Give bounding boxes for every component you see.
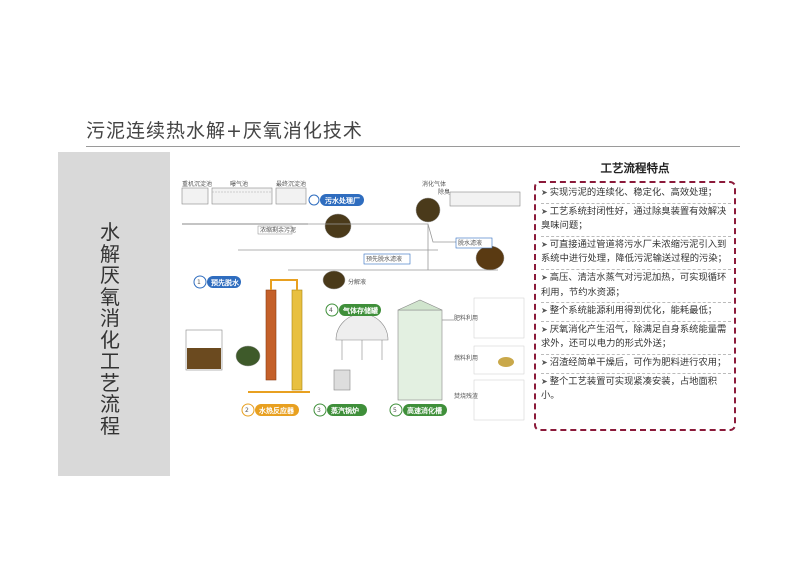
arrow-icon: ➤: [541, 206, 548, 216]
feature-item: ➤工艺系统封闭性好，通过除臭装置有效解决臭味问题；: [541, 204, 731, 237]
feature-item: ➤可直接通过管道将污水厂未浓缩污泥引入到系统中进行处理，降低污泥输送过程的污染；: [541, 237, 731, 270]
arrow-icon: ➤: [541, 239, 548, 249]
side-char: 厌: [100, 263, 120, 287]
side-char: 工: [100, 349, 120, 373]
arrow-icon: ➤: [541, 188, 548, 197]
step-1-label: 预先脱水: [211, 278, 240, 287]
step-3-num: 3: [317, 407, 321, 414]
tank-row: [181, 187, 307, 205]
side-char: 水: [100, 220, 120, 244]
step-2-badge: [241, 403, 299, 417]
step-3-label: 蒸汽锅炉: [331, 406, 359, 415]
arrow-icon: ➤: [541, 272, 548, 282]
label-thickened-sludge: 浓缩剩余污泥: [260, 226, 296, 234]
label-aeration: 曝气池: [230, 180, 248, 188]
step-2-num: 2: [245, 407, 249, 414]
step-3-badge: [313, 403, 367, 417]
side-char: 程: [100, 413, 120, 438]
side-char: 流: [100, 392, 120, 416]
plant-badge: [308, 194, 364, 206]
label-incineration-residue: 焚烧残渣: [454, 392, 478, 400]
step-1-num: 1: [197, 279, 201, 286]
step-4-label: 气体存储罐: [342, 306, 378, 315]
label-digestion-gas: 消化气体: [422, 180, 446, 188]
feature-item: ➤高压、清洁水蒸气对污泥加热，可实现循环利用，节约水资源；: [541, 270, 731, 304]
step-5-badge: [389, 403, 447, 417]
side-char: 化: [100, 327, 120, 352]
label-decomposition-liquid: 分解液: [348, 278, 366, 286]
side-label: 水 解 厌 氧 消 化 工 艺 流 程: [93, 220, 127, 438]
feature-item: ➤沼渣经简单干燥后，可作为肥料进行农用；: [541, 355, 731, 374]
side-char: 消: [100, 306, 120, 330]
step-4-num: 4: [329, 307, 333, 314]
label-fuel-use: 燃料利用: [454, 354, 478, 362]
arrow-icon: ➤: [541, 357, 548, 367]
process-diagram: 重机沉淀池 曝气池 最终沉淀池 污水处理厂 浓缩剩余污泥 除臭 消化气体 预先脱…: [181, 180, 525, 421]
features-list: ➤实现污泥的连续化、稳定化、高效处理； ➤工艺系统封闭性好，通过除臭装置有效解决…: [541, 185, 731, 406]
label-deodorize: 除臭: [438, 188, 450, 196]
step-1-badge: [193, 275, 241, 289]
sludge-sample: [324, 213, 352, 239]
step-5-num: 5: [393, 407, 397, 414]
step-4-badge: [325, 303, 381, 317]
arrow-icon: ➤: [541, 324, 548, 334]
features-frame: [534, 181, 736, 431]
plant-label: 污水处理厂: [325, 196, 360, 205]
arrow-icon: ➤: [541, 376, 548, 386]
feature-item: ➤厌氧消化产生沼气，除满足自身系统能量需求外，还可以电力的形式外送；: [541, 322, 731, 355]
feature-item: ➤整个工艺装置可实现紧凑安装，占地面积小。: [541, 375, 718, 402]
arrow-icon: ➤: [541, 306, 548, 316]
label-dewater-filtrate: 脱水滤液: [458, 239, 482, 247]
feature-item: ➤整个系统能源利用得到优化，能耗最低；: [541, 303, 731, 322]
label-fertilizer-use: 肥料利用: [454, 314, 478, 322]
side-char: 艺: [100, 370, 120, 395]
side-char: 氧: [100, 284, 120, 309]
page-title: 污泥连续热水解+厌氧消化技术: [86, 120, 363, 142]
title-divider: [86, 146, 740, 147]
step-5-label: 高速消化槽: [407, 406, 442, 415]
label-final-settling: 最终沉淀池: [276, 180, 306, 188]
feature-item: ➤实现污泥的连续化、稳定化、高效处理；: [541, 185, 731, 204]
label-predewater-filtrate: 预先脱水滤液: [366, 255, 402, 263]
features-title: 工艺流程特点: [600, 161, 670, 175]
side-panel: [58, 152, 170, 476]
step-2-label: 水热反应器: [259, 406, 295, 415]
side-char: 解: [100, 241, 120, 266]
label-settling-tank: 重机沉淀池: [182, 180, 212, 188]
